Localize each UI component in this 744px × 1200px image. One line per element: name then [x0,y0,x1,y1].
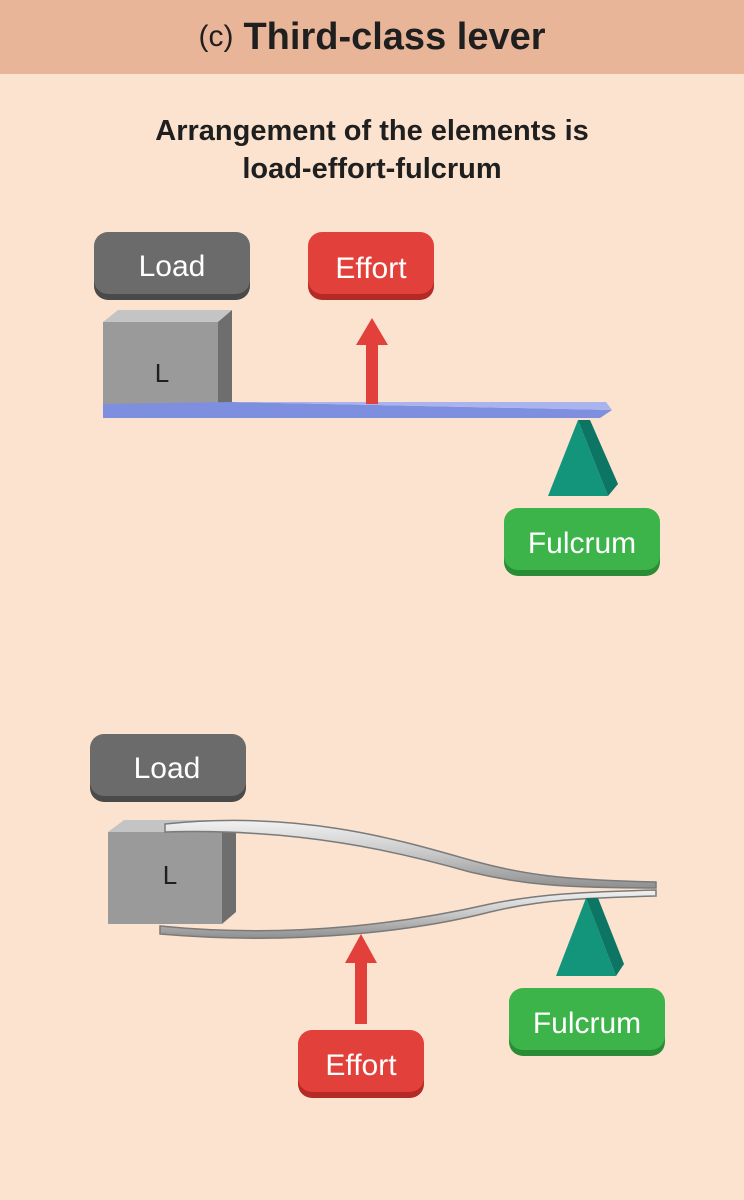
bottom-load-box: L [108,820,236,924]
top-effort-label: Effort [308,232,434,300]
bottom-load-label: Load [90,734,246,802]
top-load-text: Load [139,250,206,283]
bottom-fulcrum-label: Fulcrum [509,988,665,1056]
bottom-load-text: Load [134,752,201,785]
top-fulcrum-wedge [548,420,618,496]
tweezer-upper-arm [164,819,657,889]
title-banner: (c) Third-class lever [0,0,744,74]
figure-prefix: (c) [198,20,234,53]
bottom-effort-label: Effort [298,1030,424,1098]
subtitle-line-1: Arrangement of the elements is [155,115,589,147]
subtitle-line-2: load-effort-fulcrum [242,153,502,185]
figure-subtitle: Arrangement of the elements is load-effo… [0,112,744,188]
bottom-fulcrum-text: Fulcrum [533,1007,641,1040]
top-lever-bar [103,402,612,418]
top-fulcrum-label: Fulcrum [504,508,660,576]
top-effort-arrow [356,318,388,404]
bottom-effort-arrow [345,934,377,1024]
top-load-box: L [103,310,232,414]
top-lever-diagram: Load L Effort [94,232,660,576]
top-effort-text: Effort [335,252,407,285]
top-fulcrum-text: Fulcrum [528,527,636,560]
bottom-effort-text: Effort [325,1049,397,1082]
bottom-fulcrum-wedge [556,898,624,976]
top-load-letter: L [155,358,169,388]
top-load-label: Load [94,232,250,300]
tweezer-lower-arm [159,889,657,939]
figure-title: Third-class lever [243,15,546,58]
bottom-load-letter: L [163,860,177,890]
bottom-lever-diagram: Load L Effort [90,734,665,1098]
